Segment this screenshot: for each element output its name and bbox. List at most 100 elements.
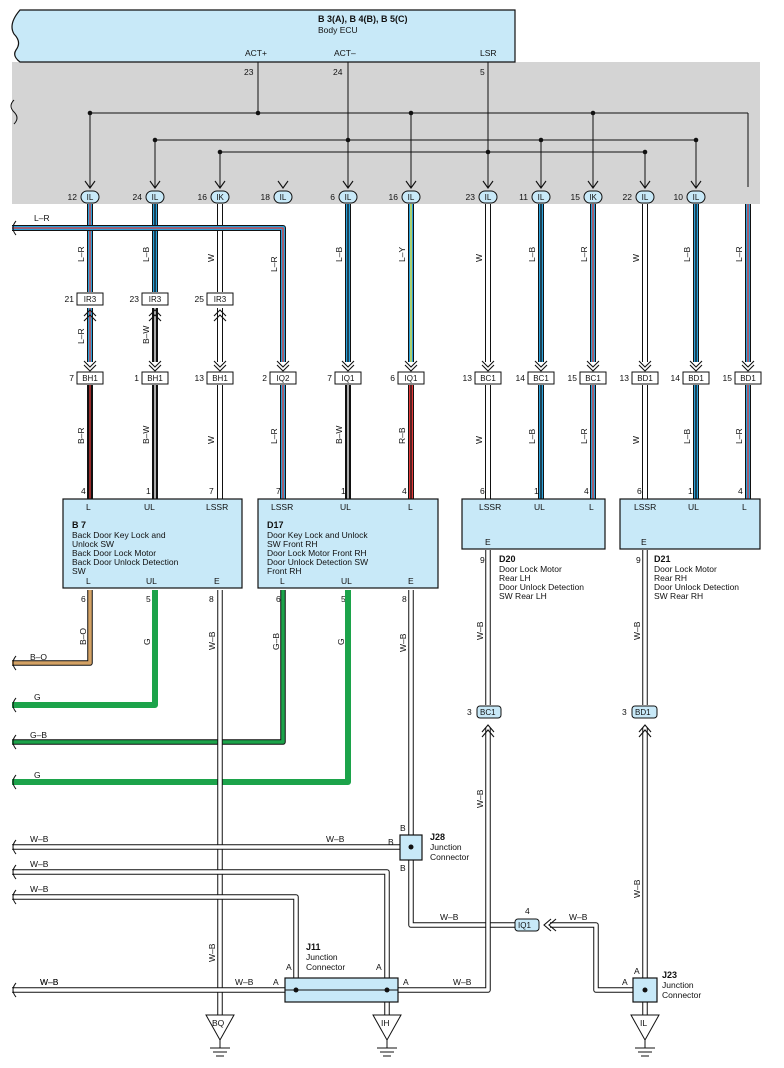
- wire-label-upper-6: L–Y: [397, 247, 407, 262]
- junction-j11-id: J11: [306, 942, 321, 952]
- component-b7-desc-1: Back Door Key Lock and: [72, 530, 166, 540]
- ground-il: [630, 1014, 660, 1057]
- label-w-b-1: W–B: [30, 834, 49, 844]
- component-d17-desc-2: SW Front RH: [267, 539, 318, 549]
- connector-pin: 6: [390, 373, 395, 383]
- pin-arrow: [214, 180, 226, 189]
- lower-wires: [12, 550, 648, 1015]
- label-b7-l-lower: B–O: [78, 628, 88, 645]
- component-d17-box: [257, 498, 439, 589]
- junction-j11-pin-a1: A: [286, 962, 292, 972]
- label-j28-out: W–B: [440, 912, 459, 922]
- connector-pin: 15: [723, 373, 733, 383]
- pin-arrow: [277, 180, 289, 189]
- label-b-o: B–O: [30, 652, 47, 662]
- connector-label: IQ1: [405, 374, 418, 383]
- component-d17-bot-label-l: L: [280, 576, 285, 586]
- component-d17-desc-3: Door Lock Motor Front RH: [267, 548, 367, 558]
- connector-pin: 13: [620, 373, 630, 383]
- wire-label-upper-5: L–B: [334, 247, 344, 262]
- junction-j23-name-1: Junction: [662, 980, 694, 990]
- connector-label: BD1: [637, 374, 653, 383]
- label-j11-far-left: W–B: [40, 977, 59, 987]
- ground-bq-label: BQ: [212, 1018, 225, 1028]
- component-b7-id: B 7: [72, 520, 86, 530]
- wire-label-lower-3: W: [206, 436, 216, 444]
- panel-break-mark: [10, 99, 18, 125]
- junction-j23-id: J23: [662, 970, 677, 980]
- pin-arrow: [84, 180, 96, 189]
- label-d17-ul-lower: G: [336, 638, 346, 645]
- ecu-pin-number: 11: [519, 192, 528, 202]
- component-d17-top-pin-1: 1: [341, 486, 346, 496]
- component-d21-box: [619, 498, 761, 550]
- wire-label-lower-10: W: [631, 436, 641, 444]
- arrow-bd1-3: [638, 724, 652, 738]
- ground-ih: [372, 1014, 402, 1057]
- wire-lr-bus: [12, 225, 286, 240]
- component-d21-top-pin-4: 4: [738, 486, 743, 496]
- ecu-pin-number: 10: [674, 192, 684, 202]
- wire-label-upper-3: W: [206, 254, 216, 262]
- pin-arrow: [342, 180, 354, 189]
- ecu-pin-conn: IK: [589, 193, 597, 202]
- connector-label: IQ1: [342, 374, 355, 383]
- junction-j28-name-1: Junction: [430, 842, 462, 852]
- component-b7-bot-label-e: E: [214, 576, 220, 586]
- component-d20-top-pin-4: 4: [584, 486, 589, 496]
- ecu-pin-conn: IL: [642, 193, 649, 202]
- component-d21-e-pin: 9: [636, 555, 641, 565]
- connector-label: IR3: [84, 295, 97, 304]
- component-d21-desc-4: SW Rear RH: [654, 591, 703, 601]
- wire-label-upper-8: L–B: [527, 247, 537, 262]
- component-d21-top-label-l: L: [742, 502, 747, 512]
- connector-pin: 15: [568, 373, 578, 383]
- wire-label-lower-7: W: [474, 436, 484, 444]
- break-mark-8: [12, 889, 17, 905]
- ecu-pin-number: 18: [261, 192, 271, 202]
- label-j28-in: W–B: [326, 834, 345, 844]
- component-d20-top-label-l: L: [589, 502, 594, 512]
- connector-bd1-3-pin: 3: [622, 707, 627, 717]
- connector-bd1-15: BD1 15: [723, 360, 762, 385]
- component-b7-top-label-l: L: [86, 502, 91, 512]
- junction-j28-pin-left: B: [388, 837, 394, 847]
- ecu-pin-conn: IL: [87, 193, 94, 202]
- wire-label-upper-9: L–R: [579, 246, 589, 262]
- label-d17-l-lower: G–B: [271, 633, 281, 650]
- component-d17-desc-4: Door Unlock Detection SW: [267, 557, 368, 567]
- wire-label-lower-11: L–B: [682, 429, 692, 444]
- component-b7-top-label-ul: UL: [144, 502, 155, 512]
- label-bq-wire: W–B: [207, 943, 217, 962]
- junction-j11-pin-a3: A: [273, 977, 279, 987]
- wire-label-upper-2: L–B: [141, 247, 151, 262]
- wire-label-upper-10: W: [631, 254, 641, 262]
- component-d20-top-pin-1: 1: [534, 486, 539, 496]
- ecu-pin-conn: IL: [408, 193, 415, 202]
- junction-j23-pin-top: A: [634, 966, 640, 976]
- connector-pin: 7: [69, 373, 74, 383]
- ground-ih-label: IH: [381, 1018, 390, 1028]
- wire-label-upper-12: L–R: [734, 246, 744, 262]
- ecu-pin-conn: IL: [152, 193, 159, 202]
- component-d20-desc-2: Rear LH: [499, 573, 531, 583]
- wire-label-upper-7: W: [474, 254, 484, 262]
- connector-bc1-3-label: BC1: [480, 708, 496, 717]
- component-d17-desc-5: Front RH: [267, 566, 301, 576]
- component-d20-top-label-lssr: LSSR: [479, 502, 501, 512]
- component-d20-e-pin: 9: [480, 555, 485, 565]
- ecu-pin-number: 22: [623, 192, 633, 202]
- component-d17-desc-1: Door Key Lock and Unlock: [267, 530, 368, 540]
- connector-pin: 14: [516, 373, 526, 383]
- component-d21-top-pin-6: 6: [637, 486, 642, 496]
- connector-iq1-4-pin: 4: [525, 906, 530, 916]
- connector-label: BD1: [740, 374, 756, 383]
